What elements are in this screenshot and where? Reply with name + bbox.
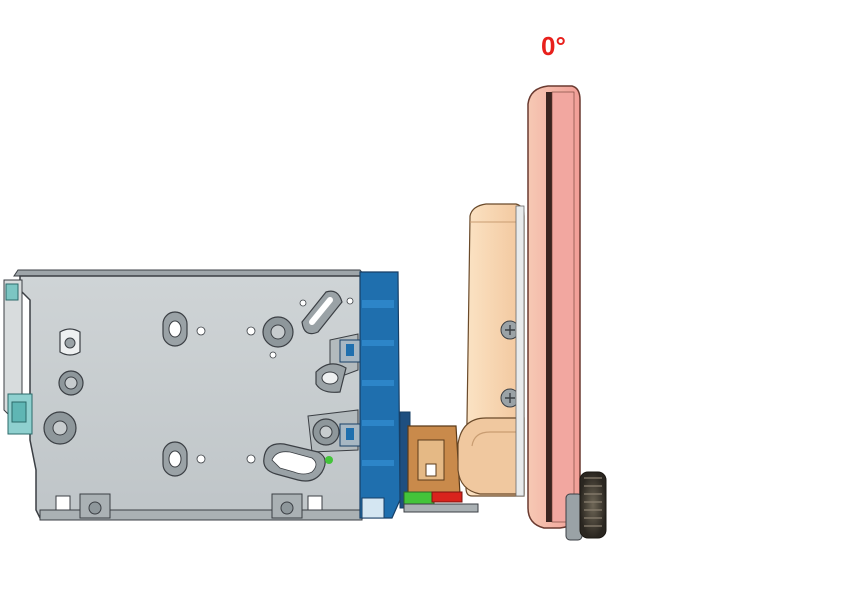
screw-icon: [43, 411, 77, 445]
bottom-tabs: [55, 493, 323, 519]
green-dot: [325, 456, 333, 464]
keyhole-icon: [59, 328, 81, 356]
holes: [196, 297, 354, 464]
angle-label: 0°: [541, 31, 566, 61]
slot-icon: [301, 290, 343, 335]
slot-icon: [315, 363, 347, 393]
rear-housing: [457, 203, 525, 497]
connector-assembly: [399, 411, 479, 513]
left-clip: [3, 279, 33, 435]
slot-icon: [162, 441, 188, 477]
screen-frame: [527, 85, 581, 529]
front-bracket: [339, 271, 401, 519]
chassis: [3, 269, 367, 521]
screw-icon: [262, 316, 294, 348]
slot-icon: [263, 443, 326, 482]
knob-icon: [565, 471, 607, 541]
screw-icon: [312, 418, 340, 446]
screw-icon: [58, 370, 84, 396]
slot-icon: [162, 311, 188, 347]
